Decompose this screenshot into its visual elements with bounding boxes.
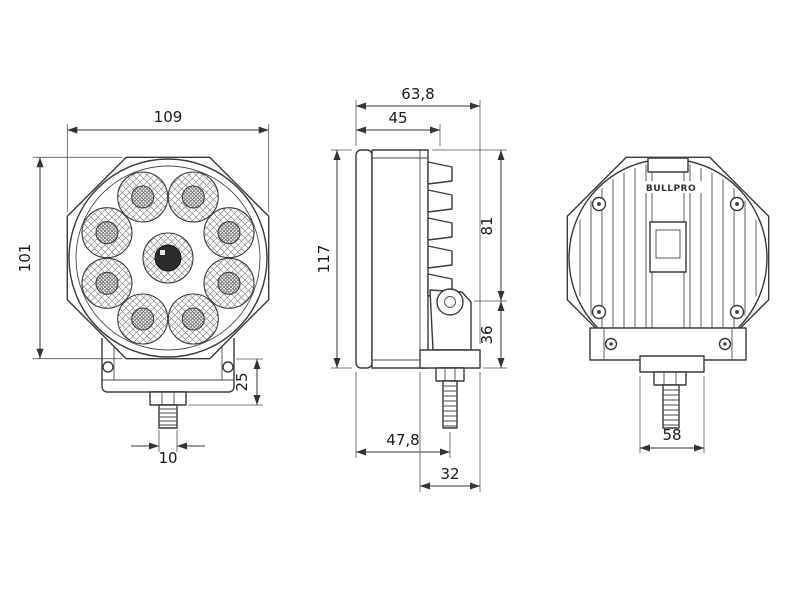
brand-label: BULLPRO xyxy=(640,181,702,194)
center-led-lens xyxy=(142,232,194,284)
dim-side-height: 117 xyxy=(315,149,352,369)
side-bracket xyxy=(419,288,481,369)
brand-text: BULLPRO xyxy=(646,184,696,194)
bracket-screw-icon xyxy=(222,361,234,373)
dim-label-front-bolt-width: 10 xyxy=(158,449,177,467)
dim-label-side-depth-body: 45 xyxy=(388,109,407,127)
bracket-screw-icon xyxy=(102,361,114,373)
side-body-outline xyxy=(355,149,429,369)
dim-label-side-depth-overall: 63,8 xyxy=(401,85,434,103)
rear-view: BULLPRO 58 xyxy=(566,156,770,453)
rear-connector xyxy=(649,221,687,273)
dim-side-depth-overall: 63,8 xyxy=(355,85,481,344)
dim-front-bolt-width: 10 xyxy=(131,430,205,467)
dim-side-depth-body: 45 xyxy=(356,109,441,146)
dim-front-bracket-drop: 25 xyxy=(188,358,263,406)
dim-label-side-base-width: 32 xyxy=(440,465,459,483)
dim-rear-bracket-width: 58 xyxy=(639,376,705,453)
rear-screws xyxy=(591,196,745,320)
dim-label-rear-bracket-width: 58 xyxy=(662,426,681,444)
dim-front-width: 109 xyxy=(66,108,270,212)
dim-label-side-base-overall: 47,8 xyxy=(386,431,419,449)
heatsink-fins xyxy=(427,161,453,297)
dim-label-front-bracket-drop: 25 xyxy=(233,372,251,391)
dim-label-side-height: 117 xyxy=(315,245,333,274)
side-view: 63,8 45 117 81 36 47,8 xyxy=(315,85,507,492)
dim-label-front-height: 101 xyxy=(16,244,34,273)
rear-bracket xyxy=(589,327,747,373)
front-view: 109 101 25 10 xyxy=(16,108,270,467)
dim-label-side-upper-height: 81 xyxy=(478,216,496,235)
dim-label-front-width: 109 xyxy=(154,108,183,126)
side-bolt xyxy=(435,367,465,429)
rear-top-tab xyxy=(647,157,689,173)
front-bolt xyxy=(149,391,187,429)
dim-label-side-bracket-height: 36 xyxy=(478,325,496,344)
led-array xyxy=(81,171,255,345)
dim-side-base-overall: 47,8 xyxy=(355,372,451,458)
dim-side-base-width: 32 xyxy=(419,372,481,492)
pivot-knob-icon xyxy=(436,288,464,316)
dim-side-bracket-height: 36 xyxy=(478,301,507,369)
dim-front-height: 101 xyxy=(16,156,122,360)
rear-bolt xyxy=(653,371,687,429)
